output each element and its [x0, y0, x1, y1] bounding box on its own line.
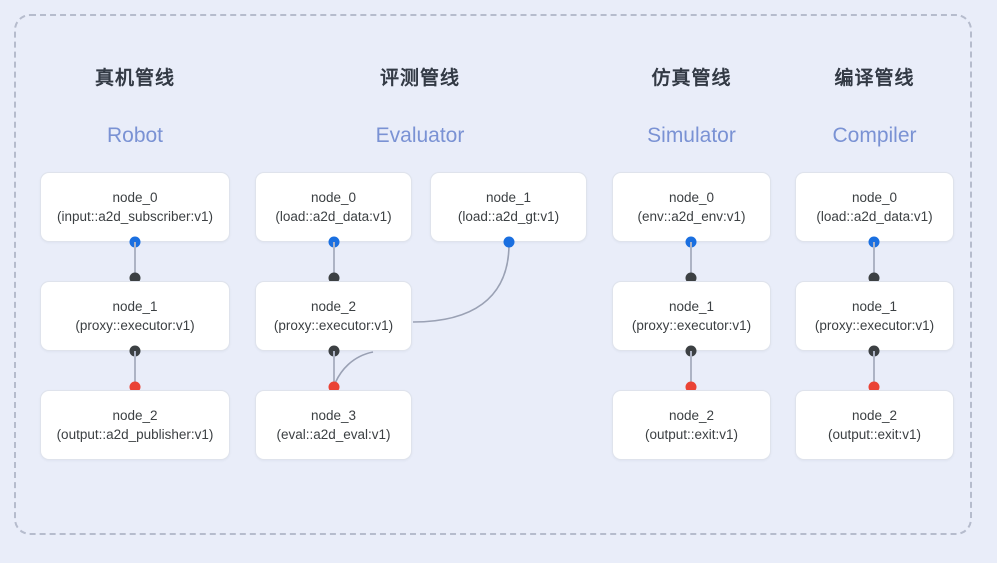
node-name: node_0 — [310, 190, 357, 205]
node-type: (input::a2d_subscriber:v1) — [56, 209, 214, 224]
node-name: node_1 — [112, 299, 158, 314]
column-title-en-evaluator: Evaluator — [375, 124, 465, 147]
port-input-evaluator-node_2[interactable] — [328, 272, 340, 284]
node-name: node_2 — [310, 299, 357, 314]
node-type: (proxy::executor:v1) — [273, 318, 394, 333]
node-type: (output::exit:v1) — [644, 427, 739, 442]
column-title-en-compiler: Compiler — [832, 124, 917, 147]
node-name: node_0 — [668, 190, 715, 205]
edge-robot-n1-to-n2 — [134, 351, 136, 387]
node-type: (output::exit:v1) — [827, 427, 922, 442]
node-card-evaluator-node_0[interactable]: node_0 (load::a2d_data:v1) — [255, 172, 412, 242]
node-type: (proxy::executor:v1) — [75, 318, 195, 333]
edge-compiler-n1-to-n2 — [873, 351, 875, 387]
node-name: node_2 — [851, 408, 898, 423]
node-type: (proxy::executor:v1) — [814, 318, 935, 333]
node-name: node_1 — [668, 299, 715, 314]
node-card-simulator-node_0[interactable]: node_0 (env::a2d_env:v1) — [612, 172, 771, 242]
port-output-evaluator-node_1[interactable] — [503, 236, 515, 248]
column-title-en-robot: Robot — [106, 124, 164, 147]
node-card-simulator-node_1[interactable]: node_1 (proxy::executor:v1) — [612, 281, 771, 351]
node-card-robot-node_2[interactable]: node_2 (output::a2d_publisher:v1) — [40, 390, 230, 460]
node-card-robot-node_0[interactable]: node_0 (input::a2d_subscriber:v1) — [40, 172, 230, 242]
node-card-robot-node_1[interactable]: node_1 (proxy::executor:v1) — [40, 281, 230, 351]
port-input-simulator-node_2[interactable] — [685, 381, 697, 393]
node-type: (proxy::executor:v1) — [631, 318, 752, 333]
port-input-robot-node_2[interactable] — [129, 381, 141, 393]
node-card-evaluator-node_2[interactable]: node_2 (proxy::executor:v1) — [255, 281, 412, 351]
node-card-compiler-node_0[interactable]: node_0 (load::a2d_data:v1) — [795, 172, 954, 242]
node-name: node_2 — [112, 408, 158, 423]
column-title-cn-robot: 真机管线 — [94, 68, 175, 89]
node-name: node_1 — [851, 299, 898, 314]
edge-evaluator-n2-to-n3 — [333, 351, 335, 387]
column-title-cn-simulator: 仿真管线 — [651, 68, 732, 89]
node-type: (load::a2d_gt:v1) — [457, 209, 560, 224]
edge-compiler-n0-to-n1 — [873, 242, 875, 278]
node-type: (load::a2d_data:v1) — [816, 209, 933, 224]
port-input-robot-node_1[interactable] — [129, 272, 141, 284]
port-input-compiler-node_1[interactable] — [868, 272, 880, 284]
node-type: (env::a2d_env:v1) — [637, 209, 746, 224]
node-card-compiler-node_1[interactable]: node_1 (proxy::executor:v1) — [795, 281, 954, 351]
node-type: (output::a2d_publisher:v1) — [56, 427, 214, 442]
port-input-compiler-node_2[interactable] — [868, 381, 880, 393]
port-input-evaluator-node_3[interactable] — [328, 381, 340, 393]
node-card-simulator-node_2[interactable]: node_2 (output::exit:v1) — [612, 390, 771, 460]
node-name: node_3 — [310, 408, 357, 423]
edge-simulator-n0-to-n1 — [690, 242, 692, 278]
node-card-evaluator-node_1[interactable]: node_1 (load::a2d_gt:v1) — [430, 172, 587, 242]
node-name: node_1 — [485, 190, 532, 205]
node-type: (load::a2d_data:v1) — [275, 209, 392, 224]
port-input-simulator-node_1[interactable] — [685, 272, 697, 284]
node-name: node_0 — [112, 190, 158, 205]
node-name: node_2 — [668, 408, 715, 423]
node-name: node_0 — [851, 190, 898, 205]
node-card-evaluator-node_3[interactable]: node_3 (eval::a2d_eval:v1) — [255, 390, 412, 460]
column-title-cn-compiler: 编译管线 — [834, 68, 915, 89]
edge-robot-n0-to-n1 — [134, 242, 136, 278]
edge-evaluator-n0-to-n2 — [333, 242, 335, 278]
node-card-compiler-node_2[interactable]: node_2 (output::exit:v1) — [795, 390, 954, 460]
column-title-en-simulator: Simulator — [647, 124, 736, 147]
node-type: (eval::a2d_eval:v1) — [276, 427, 391, 442]
column-title-cn-evaluator: 评测管线 — [379, 68, 460, 89]
edge-simulator-n1-to-n2 — [690, 351, 692, 387]
